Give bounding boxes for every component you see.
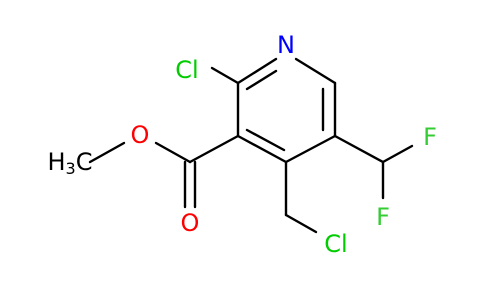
bond-c2-n — [236, 57, 278, 85]
bond-c4-c3-inner — [245, 128, 286, 152]
bond-chf2-f-top — [381, 144, 414, 164]
methyl-subscript: 3 — [66, 159, 76, 178]
atom-chlorine-chain: Cl — [324, 230, 347, 258]
bond-n-c6 — [294, 57, 337, 85]
bond-c3-cester — [188, 134, 240, 164]
methyl-group: H3C — [48, 148, 93, 178]
bond-c2-cl — [210, 66, 240, 85]
bond-c4-c3 — [236, 134, 288, 164]
bond-ester-o-ether — [154, 141, 192, 164]
methyl-h: H — [48, 148, 66, 176]
bond-ch2-cl — [284, 213, 318, 234]
methyl-c: C — [76, 148, 93, 176]
atom-oxygen-ether: O — [131, 121, 150, 149]
atom-fluorine-top: F — [423, 123, 437, 151]
atom-nitrogen: N — [277, 31, 295, 59]
bond-ether-methyl — [88, 141, 126, 164]
atom-chlorine-ring: Cl — [175, 56, 198, 84]
bond-c5-chf2 — [333, 134, 385, 164]
bond-c5-c4 — [284, 134, 337, 164]
atom-fluorine-bottom: F — [376, 203, 390, 231]
atom-oxygen-carbonyl: O — [181, 209, 200, 237]
bond-c2-n-inner — [245, 69, 278, 91]
